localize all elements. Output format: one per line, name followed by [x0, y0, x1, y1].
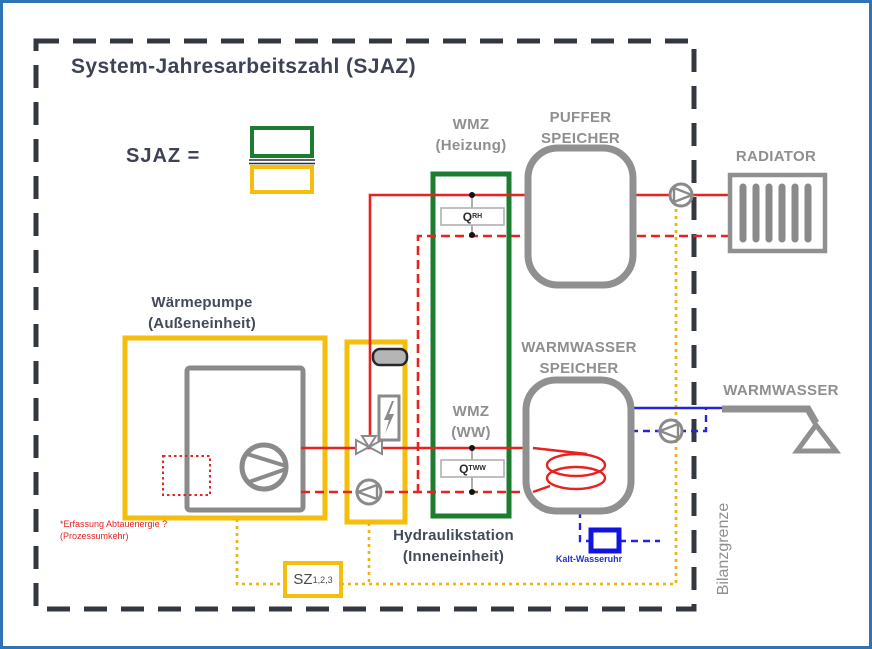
warmwater-pump-icon [656, 418, 684, 444]
defrost-energy-dotted-box [162, 455, 211, 496]
water-pipes [578, 406, 722, 543]
label-wmz-heizung-line1: WMZ [452, 116, 490, 133]
heat-pump-outdoor-unit [122, 335, 328, 521]
electric-heater-icon [377, 394, 401, 442]
label-waermepumpe-line1: Wärmepumpe [151, 294, 253, 311]
radiator-icon [727, 172, 828, 254]
label-ww-speicher-line2: SPEICHER [539, 360, 619, 377]
label-hydraulikstation: Hydraulikstation (Inneneinheit) [376, 525, 531, 567]
label-kalt-wasseruhr: Kalt-Wasseruhr [555, 554, 623, 564]
meter-q-rh-base: Q [462, 209, 473, 224]
label-hydraulikstation-line1: Hydraulikstation [393, 527, 514, 544]
label-wmz-ww-line2: (WW) [451, 424, 491, 441]
heating-coil-icon [532, 446, 607, 494]
circulation-pump-icon [354, 478, 383, 506]
note-defrost-energy: *Erfassung Abtauenergie ? (Prozessumkehr… [60, 518, 167, 542]
cold-water-meter-icon [588, 527, 622, 554]
hydraulic-station-internals [354, 347, 409, 506]
label-waermepumpe-line2: (Außeneinheit) [148, 315, 256, 332]
label-bilanzgrenze: Bilanzgrenze [715, 502, 732, 596]
label-hydraulikstation-line2: (Inneneinheit) [402, 548, 505, 565]
label-puffer-line1: PUFFER [549, 109, 612, 126]
label-wmz-heizung-line2: (Heizung) [435, 137, 507, 154]
diagram-graphics [33, 38, 842, 612]
page-title: System-Jahresarbeitszahl (SJAZ) [71, 55, 417, 78]
heating-pump-icon [668, 182, 696, 208]
label-ww-speicher-line1: WARMWASSER [521, 339, 637, 356]
warmwasser-speicher-tank [522, 376, 635, 515]
label-wmz-heizung: WMZ (Heizung) [416, 114, 526, 156]
note-defrost-line1: *Erfassung Abtauenergie ? [60, 519, 168, 529]
meter-q-tww-base: Q [459, 461, 469, 476]
label-waermepumpe: Wärmepumpe (Außeneinheit) [136, 292, 268, 334]
label-radiator: RADIATOR [735, 148, 817, 165]
wmz-meter-box [430, 171, 512, 519]
heat-meter-sensors [440, 192, 505, 495]
formula-fraction [249, 126, 315, 194]
meter-sz-base: SZ [293, 571, 313, 588]
meter-sz-sub: 1,2,3 [312, 574, 333, 585]
electricity-dotted-lines [235, 206, 678, 586]
sz-meter-box [283, 561, 343, 598]
label-puffer-speicher: PUFFER SPEICHER [523, 107, 638, 149]
label-wmz-ww: WMZ (WW) [416, 401, 526, 443]
bilanzgrenze-boundary [33, 38, 697, 612]
puffer-speicher-tank [524, 144, 637, 289]
expansion-vessel-icon [371, 347, 409, 367]
meter-q-rh-sub: RH [472, 213, 483, 220]
label-wmz-ww-line1: WMZ [452, 403, 490, 420]
hot-water-tap-icon [722, 405, 842, 454]
label-warmwasser: WARMWASSER [723, 382, 839, 399]
three-way-valve-icon [355, 435, 383, 456]
label-puffer-line2: SPEICHER [540, 130, 621, 147]
meter-q-tww-sub: TWW [468, 465, 486, 472]
note-defrost-line2: (Prozessumkehr) [60, 531, 129, 541]
compressor-icon [239, 442, 289, 492]
formula-lhs: SJAZ = [126, 145, 201, 167]
hydraulic-station-box [344, 339, 408, 525]
label-warmwasser-speicher: WARMWASSER SPEICHER [518, 337, 640, 379]
